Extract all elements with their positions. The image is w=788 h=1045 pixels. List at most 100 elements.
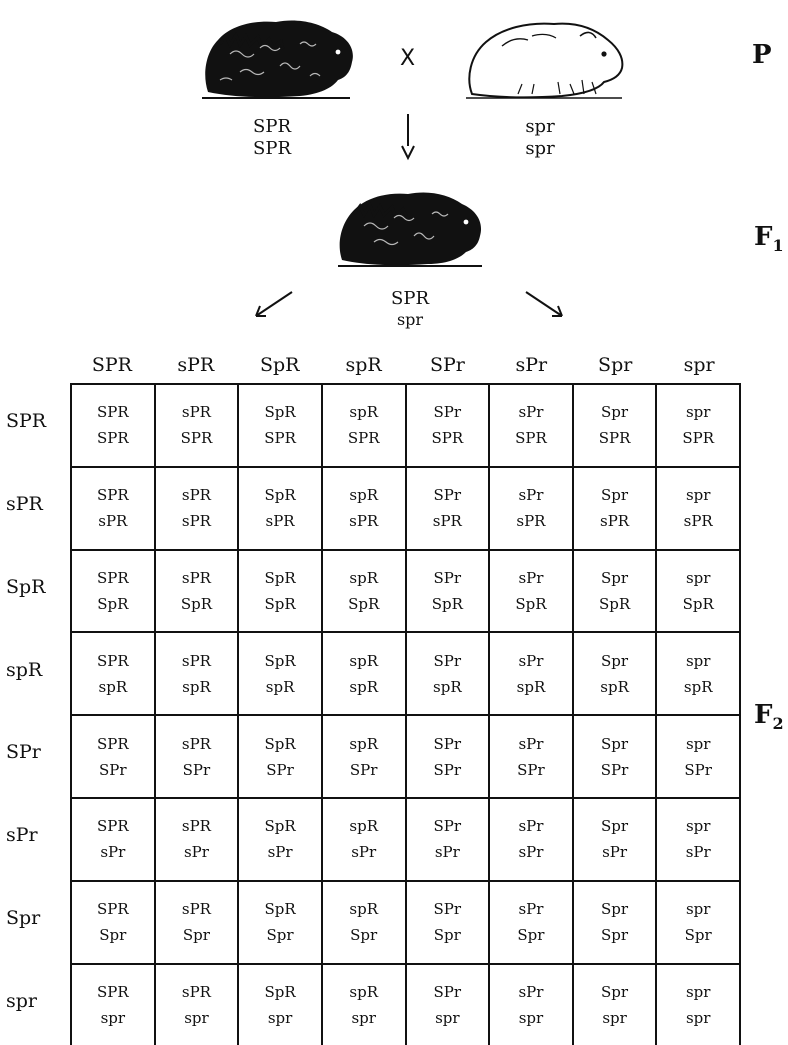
cell-gamete-top: SPr — [407, 731, 489, 757]
cell-gamete-bottom: sPr — [490, 839, 572, 865]
cell-gamete-bottom: spr — [657, 1005, 739, 1031]
cell-gamete-top: SPR — [72, 399, 154, 425]
cell-gamete-top: sPR — [156, 896, 238, 922]
cell-gamete-top: SPR — [72, 482, 154, 508]
cell-gamete-bottom: sPR — [72, 508, 154, 534]
row-header: spR — [6, 659, 66, 681]
cell-gamete-bottom: SPR — [407, 425, 489, 451]
f1-dark-guinea-pig-icon — [336, 186, 486, 270]
cell-gamete-top: SpR — [239, 731, 321, 757]
cell-gamete-bottom: sPR — [490, 508, 572, 534]
cell-gamete-top: SpR — [239, 979, 321, 1005]
parent-left-genotype: SPR SPR — [222, 116, 322, 160]
row-header: sPR — [6, 493, 66, 515]
column-header: spr — [657, 354, 741, 376]
row-header: sPr — [6, 824, 66, 846]
cell-gamete-bottom: spr — [72, 1005, 154, 1031]
cell-gamete-top: spR — [323, 813, 405, 839]
cell-gamete-bottom: SPR — [323, 425, 405, 451]
cell-gamete-top: Spr — [574, 731, 656, 757]
cell-gamete-top: SpR — [239, 399, 321, 425]
cell-gamete-bottom: sPR — [239, 508, 321, 534]
cell-gamete-top: sPr — [490, 565, 572, 591]
cell-gamete-bottom: SPr — [156, 757, 238, 783]
cell-gamete-bottom: SPr — [239, 757, 321, 783]
cell-gamete-bottom: sPR — [574, 508, 656, 534]
row-header: Spr — [6, 907, 66, 929]
cell-gamete-top: sPR — [156, 648, 238, 674]
column-header: sPr — [489, 354, 573, 376]
cell-gamete-top: sPr — [490, 896, 572, 922]
arrow-down-icon — [398, 112, 418, 162]
cell-gamete-top: sPR — [156, 813, 238, 839]
cell-gamete-top: SPR — [72, 896, 154, 922]
cell-gamete-top: SPr — [407, 399, 489, 425]
cell-gamete-bottom: SpR — [574, 591, 656, 617]
cell-gamete-bottom: sPr — [323, 839, 405, 865]
cell-gamete-bottom: Spr — [239, 922, 321, 948]
cell-gamete-bottom: SPR — [657, 425, 739, 451]
cell-gamete-top: spR — [323, 979, 405, 1005]
cell-gamete-bottom: Spr — [72, 922, 154, 948]
cell-gamete-bottom: SPr — [407, 757, 489, 783]
cell-gamete-top: SpR — [239, 482, 321, 508]
f1-genotype: SPR spr — [360, 288, 460, 329]
cell-gamete-top: spr — [657, 399, 739, 425]
cell-gamete-bottom: SpR — [323, 591, 405, 617]
cell-gamete-top: Spr — [574, 399, 656, 425]
cell-gamete-top: SpR — [239, 813, 321, 839]
cell-gamete-bottom: spr — [156, 1005, 238, 1031]
cell-gamete-bottom: SPr — [72, 757, 154, 783]
row-header: SPr — [6, 741, 66, 763]
cell-gamete-bottom: Spr — [657, 922, 739, 948]
cell-gamete-top: SPR — [72, 565, 154, 591]
cell-gamete-bottom: Spr — [323, 922, 405, 948]
cell-gamete-bottom: spR — [72, 674, 154, 700]
cell-gamete-bottom: spR — [574, 674, 656, 700]
cell-gamete-bottom: spR — [323, 674, 405, 700]
row-header: spr — [6, 990, 66, 1012]
cell-gamete-top: spr — [657, 648, 739, 674]
cell-gamete-top: Spr — [574, 813, 656, 839]
cell-gamete-top: Spr — [574, 482, 656, 508]
cell-gamete-top: sPR — [156, 979, 238, 1005]
cell-gamete-top: SPR — [72, 813, 154, 839]
cross-symbol: X — [400, 46, 415, 71]
cell-gamete-bottom: SpR — [490, 591, 572, 617]
cell-gamete-top: spR — [323, 482, 405, 508]
cell-gamete-top: SpR — [239, 565, 321, 591]
cell-gamete-top: spR — [323, 399, 405, 425]
cell-gamete-bottom: sPr — [239, 839, 321, 865]
